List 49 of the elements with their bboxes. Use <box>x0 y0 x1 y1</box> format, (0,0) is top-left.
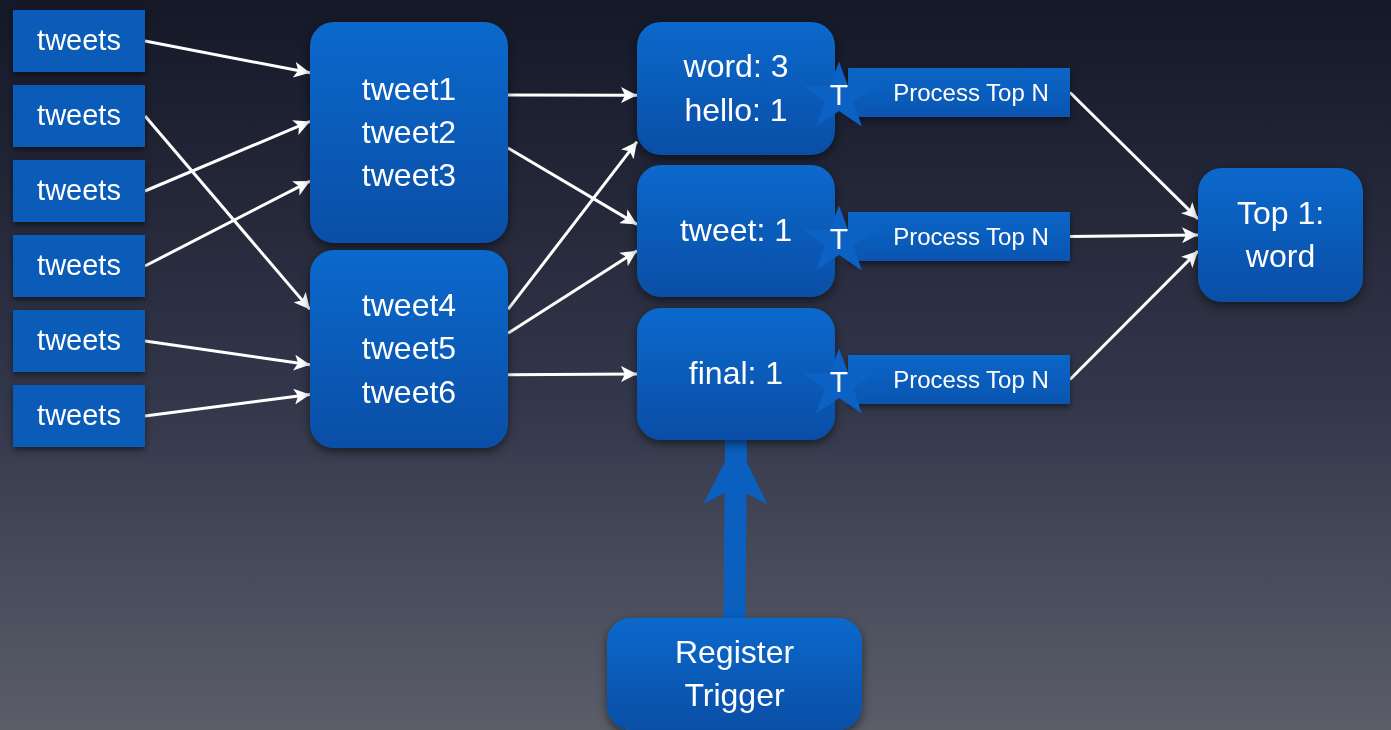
source-box <box>13 235 145 297</box>
process-box <box>310 22 508 243</box>
process-bar <box>848 68 1070 117</box>
node-text: final: 1 <box>688 354 784 394</box>
arrow <box>508 87 637 104</box>
node-text: tweet3 <box>361 156 457 196</box>
node-text: Register Trigger <box>673 632 796 715</box>
source-box <box>13 85 145 147</box>
process-box <box>1198 168 1363 302</box>
node-text: tweet2 <box>361 112 457 152</box>
node-text: word: 3 <box>683 47 789 87</box>
arrow <box>1070 227 1198 244</box>
arrow <box>144 39 311 78</box>
node-text: tweets <box>37 23 121 59</box>
node-text: tweets <box>37 173 121 209</box>
arrow <box>506 140 639 311</box>
source-box <box>13 10 145 72</box>
node-text: tweet6 <box>361 372 457 412</box>
arrow <box>144 179 311 268</box>
node-text: tweet4 <box>361 286 457 326</box>
node-text: tweet1 <box>361 69 457 109</box>
node-text: Process Top N <box>893 221 1049 252</box>
process-box <box>310 250 508 448</box>
source-box <box>13 385 145 447</box>
node-text: tweet5 <box>361 329 457 369</box>
arrow <box>144 388 311 418</box>
node-text: Process Top N <box>893 77 1049 108</box>
node-text: tweets <box>37 248 121 284</box>
process-box <box>607 618 862 730</box>
node-text: Top 1: word <box>1235 193 1326 276</box>
arrow <box>507 249 638 335</box>
star-label: T <box>829 367 849 397</box>
thick-arrow <box>703 439 768 619</box>
node-text: tweets <box>37 323 121 359</box>
node-text: Process Top N <box>893 364 1049 395</box>
arrow <box>507 146 638 226</box>
star-label: T <box>829 80 849 110</box>
star-label: T <box>829 224 849 254</box>
process-bar <box>848 212 1070 261</box>
arrow <box>144 339 311 371</box>
source-box <box>13 160 145 222</box>
arrow <box>144 120 311 193</box>
node-text: hello: 1 <box>684 90 788 130</box>
source-box <box>13 310 145 372</box>
node-text: tweet: 1 <box>679 211 793 251</box>
node-text: tweets <box>37 398 121 434</box>
node-text: tweets <box>37 98 121 134</box>
process-bar <box>848 355 1070 404</box>
arrow <box>508 366 637 383</box>
